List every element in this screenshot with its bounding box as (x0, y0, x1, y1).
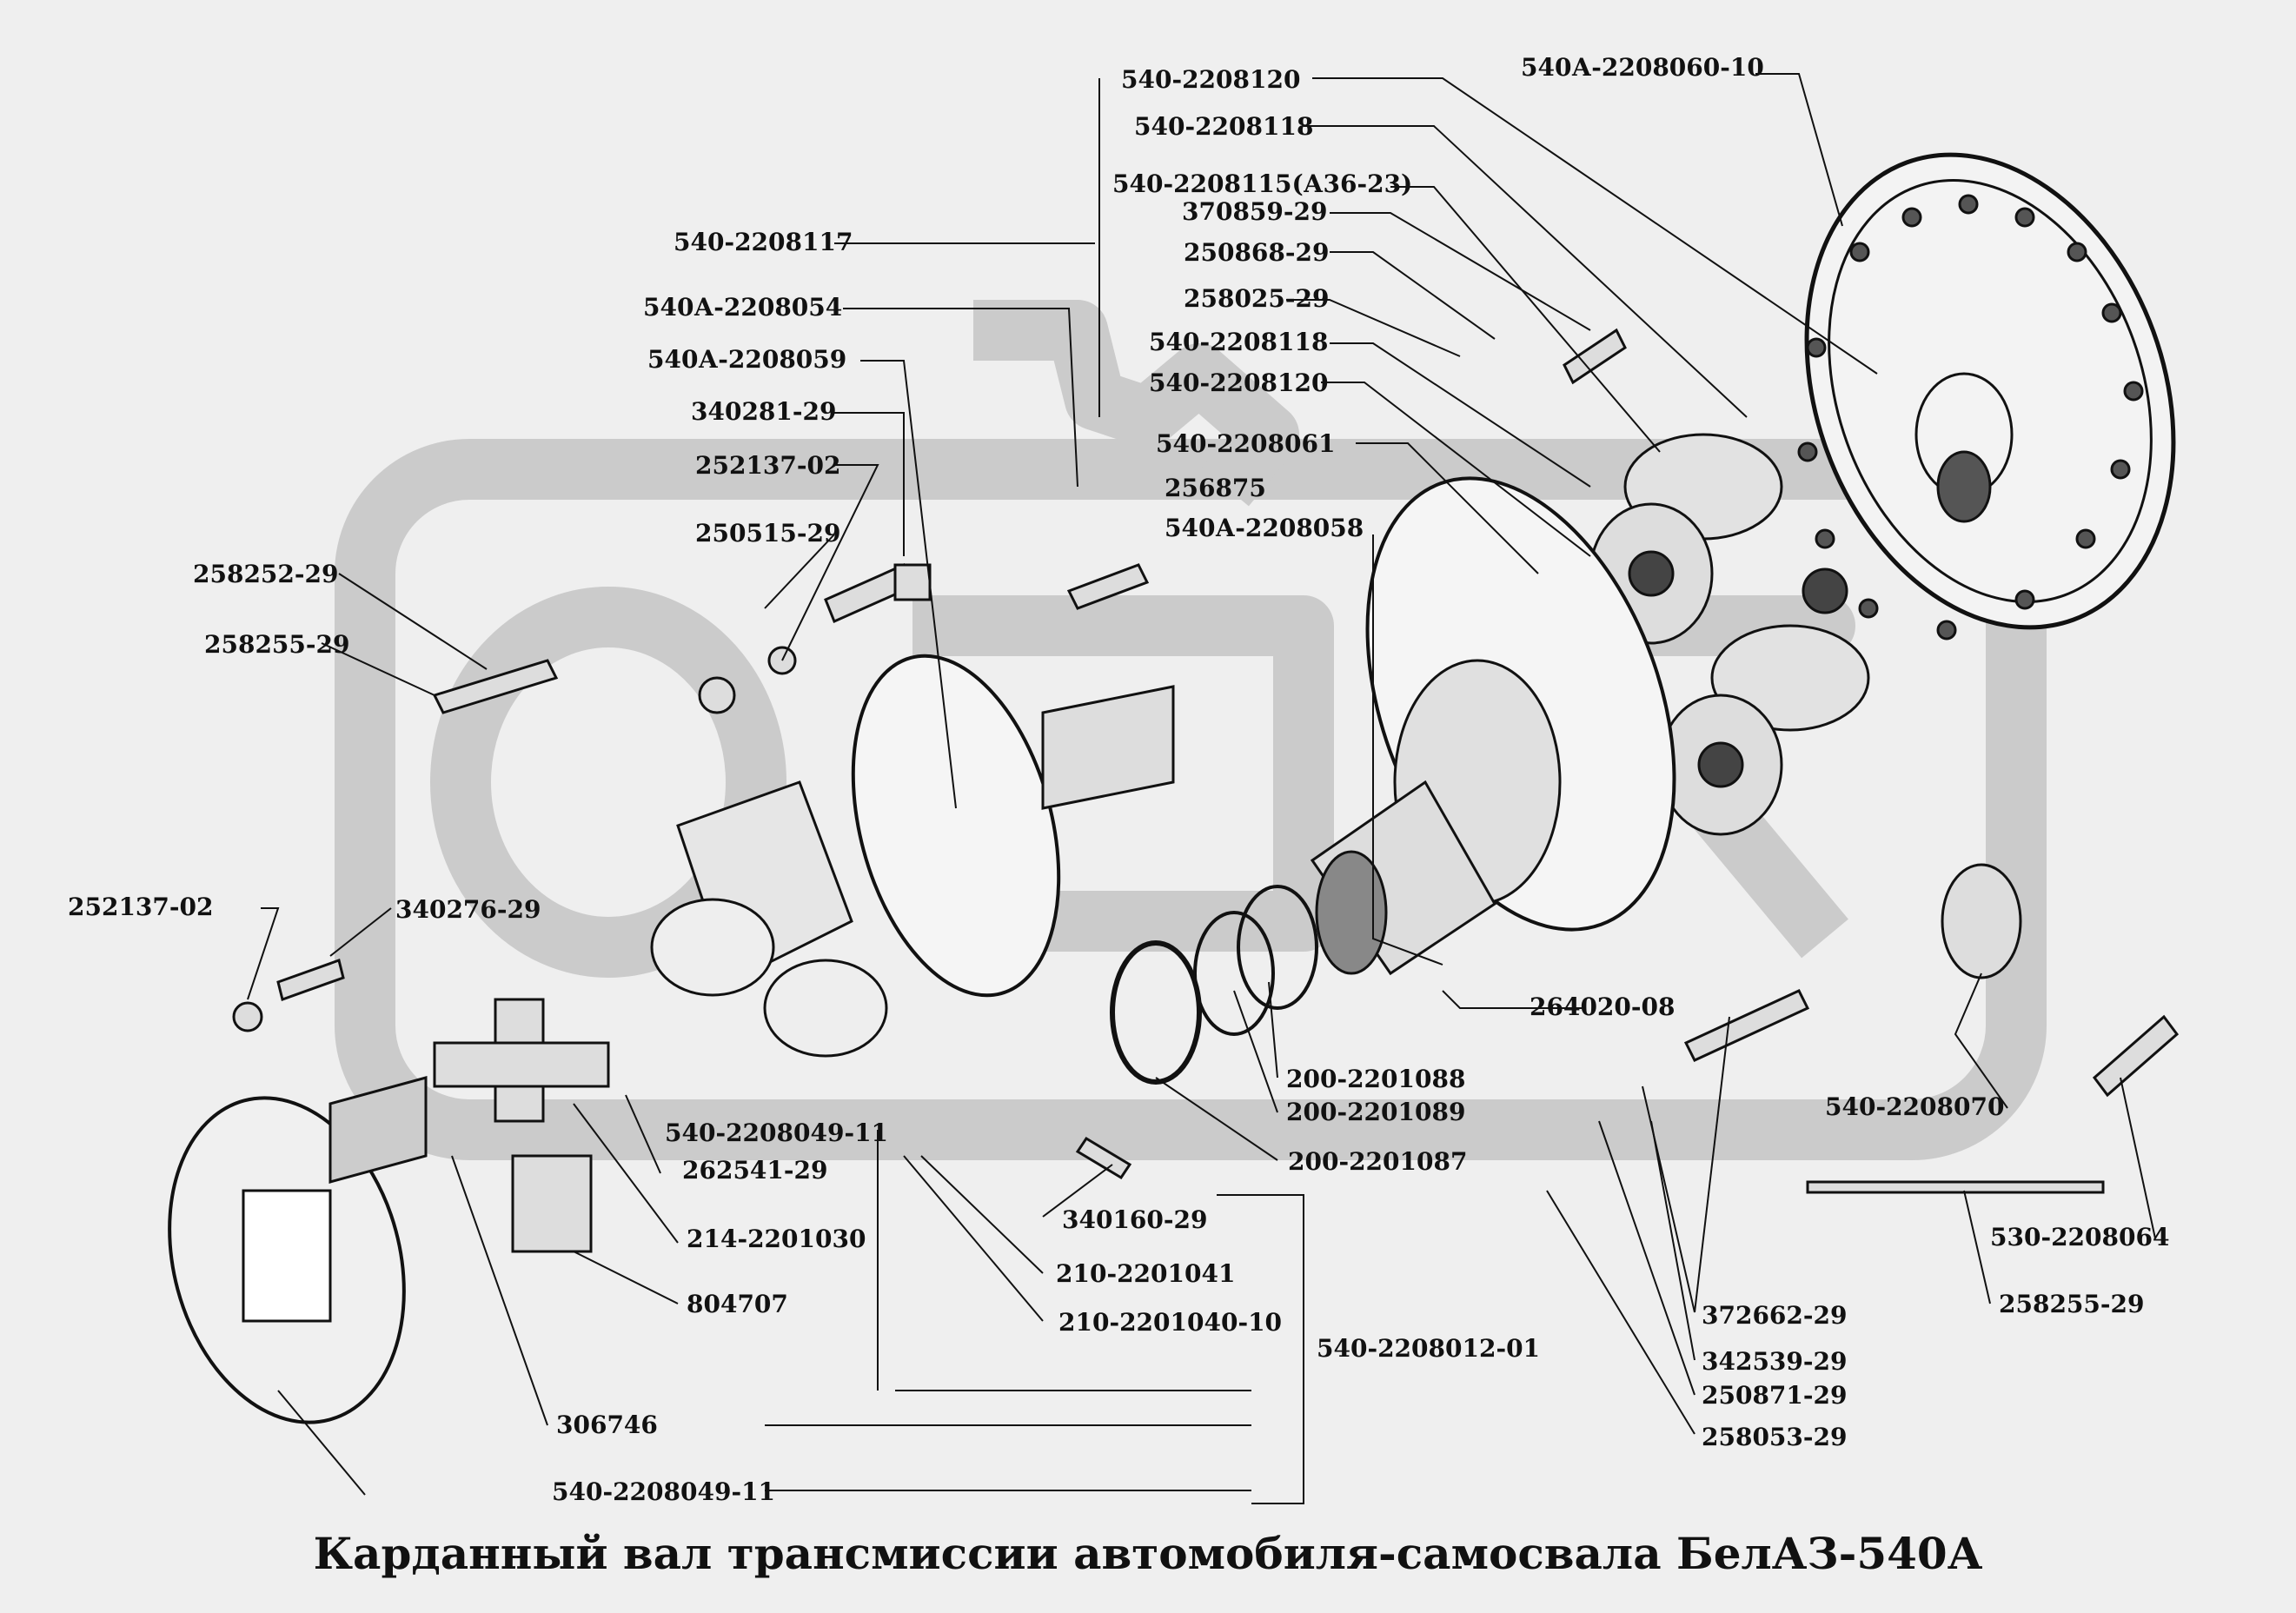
part-label: 214-2201030 (687, 1225, 866, 1253)
part-label: 540-2208120 (1121, 65, 1301, 94)
part-label: 540-2208049-11 (665, 1118, 889, 1147)
part-label: 540-2208049-11 (552, 1477, 776, 1506)
part-label: 256875 (1165, 474, 1266, 502)
part-label: 340160-29 (1062, 1205, 1208, 1234)
parts-drawing (168, 152, 2180, 1424)
part-label: 540-2208120 (1149, 368, 1329, 397)
mounting-flange (168, 1076, 428, 1424)
part-label: 530-2208064 (1990, 1223, 2170, 1251)
fasteners (232, 328, 2180, 1194)
part-label: 342539-29 (1702, 1347, 1848, 1376)
part-label: 258255-29 (204, 630, 350, 659)
part-label: 540А-2208060-10 (1521, 53, 1764, 82)
part-label: 804707 (687, 1290, 788, 1318)
part-label: 258025-29 (1184, 284, 1330, 313)
part-label: 252137-02 (695, 451, 841, 480)
part-label: 262541-29 (682, 1156, 828, 1185)
part-label: 252137-02 (68, 893, 214, 921)
part-label: 540-2208061 (1156, 429, 1336, 458)
rings (1110, 885, 1318, 1085)
large-flange (1804, 152, 2176, 630)
part-label: 540-2208070 (1825, 1092, 2005, 1121)
part-label: 540-2208118 (1149, 328, 1329, 356)
part-label: 258053-29 (1702, 1423, 1848, 1451)
spline-shaft (1310, 780, 1496, 976)
part-label: 200-2201088 (1286, 1065, 1466, 1093)
universal-joint-cross (433, 998, 610, 1253)
leader-lines (247, 73, 2156, 1504)
part-label: 540А-2208058 (1165, 514, 1364, 542)
part-label: 340276-29 (395, 895, 541, 924)
part-label: 264020-08 (1530, 992, 1676, 1021)
part-label: 370859-29 (1182, 197, 1328, 226)
part-label: 540А-2208054 (643, 293, 843, 322)
part-label: 372662-29 (1702, 1301, 1848, 1330)
part-label: 306746 (556, 1411, 658, 1439)
part-label: 210-2201040-10 (1058, 1308, 1283, 1337)
yoke-flange (650, 654, 1175, 1058)
part-label: 540-2208118 (1134, 112, 1314, 141)
part-label: 540-2208115(А36-23) (1112, 169, 1413, 198)
part-label: 540-2208117 (674, 228, 853, 256)
bearing-cluster (1589, 433, 1870, 836)
diagram-title: Карданный вал трансмиссии автомобиля-сам… (313, 1528, 1983, 1579)
part-label: 250515-29 (695, 519, 841, 548)
part-label: 540А-2208059 (647, 345, 847, 374)
part-label: 200-2201089 (1286, 1098, 1466, 1126)
part-label: 540-2208012-01 (1317, 1334, 1541, 1363)
part-label: 250871-29 (1702, 1381, 1848, 1410)
part-label: 210-2201041 (1056, 1259, 1236, 1288)
part-label: 258252-29 (193, 560, 339, 588)
part-label: 250868-29 (1184, 238, 1330, 267)
part-label: 258255-29 (1999, 1290, 2145, 1318)
part-label: 200-2201087 (1288, 1147, 1468, 1176)
flange-holes (1797, 194, 2144, 641)
part-label: 340281-29 (691, 397, 837, 426)
